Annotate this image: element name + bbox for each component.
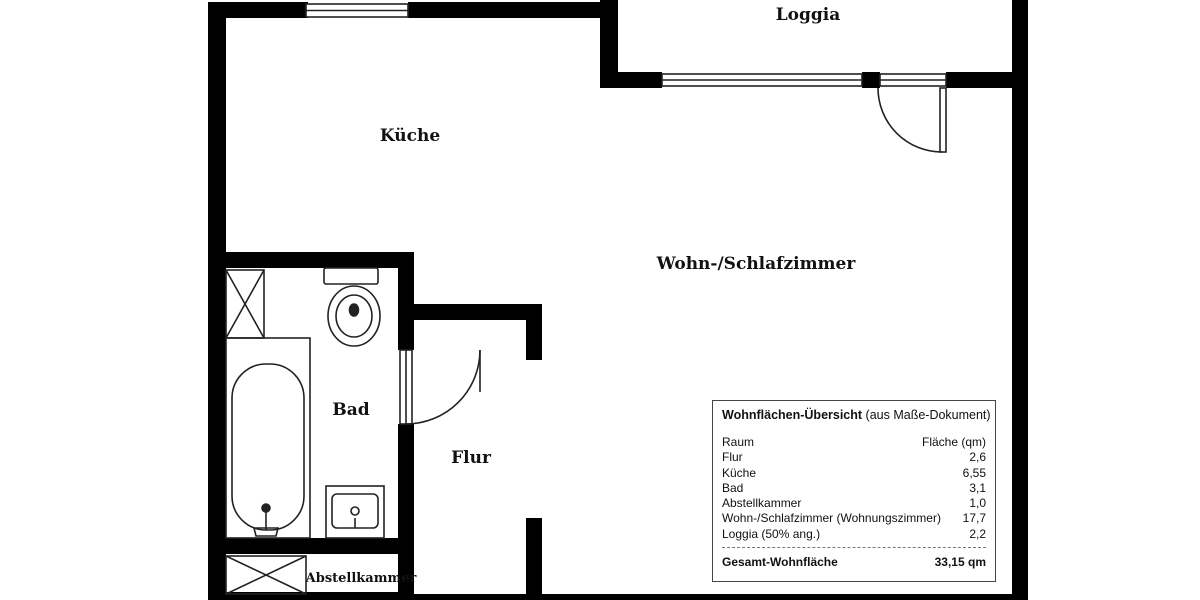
- wall-top-mid: [408, 2, 618, 18]
- summary-row: Abstellkammer 1,0: [722, 496, 986, 511]
- summary-row-area: 3,1: [969, 480, 986, 495]
- toilet: [323, 267, 381, 347]
- wall-bottom: [226, 594, 1026, 600]
- summary-row: Loggia (50% ang.) 2,2: [722, 527, 986, 542]
- wall-loggia-left: [600, 0, 618, 88]
- wall-storage-bottom: [208, 592, 414, 600]
- room-labels: Loggia Küche Wohn-/Schlafzimmer Bad Flur…: [305, 5, 857, 586]
- room-label-kitchen: Küche: [380, 126, 440, 146]
- doors: [399, 87, 947, 425]
- room-label-storage: Abstellkammer: [305, 571, 417, 586]
- windows: [305, 3, 947, 87]
- summary-row: Wohn-/Schlafzimmer (Wohnungszimmer) 17,7: [722, 511, 986, 526]
- washbasin: [325, 485, 385, 539]
- summary-total-label: Gesamt-Wohnfläche: [722, 555, 838, 570]
- summary-row-room: Abstellkammer: [722, 496, 802, 511]
- window-living: [661, 73, 863, 87]
- summary-title: Wohnflächen-Übersicht (aus Maße-Dokument…: [722, 408, 991, 422]
- door-loggia[interactable]: [877, 87, 947, 153]
- wall-left: [208, 2, 226, 600]
- summary-row-room: Loggia (50% ang.): [722, 526, 821, 541]
- wall-hall-right-upper: [526, 304, 542, 360]
- summary-total-value: 33,15 qm: [934, 555, 986, 570]
- summary-row-area: 2,2: [969, 526, 986, 541]
- shower-tray: [225, 269, 265, 339]
- room-label-living: Wohn-/Schlafzimmer: [656, 254, 857, 274]
- summary-header-row: Raum Fläche (qm): [722, 435, 986, 450]
- window-kitchen: [305, 3, 409, 18]
- window-door-loggia: [879, 73, 947, 87]
- summary-title-main: Wohnflächen-Übersicht: [722, 408, 863, 422]
- summary-header-room: Raum: [722, 435, 755, 449]
- summary-row-room: Wohn-/Schlafzimmer (Wohnungszimmer): [722, 511, 941, 526]
- bathroom-fixtures: [225, 267, 385, 539]
- summary-row-room: Küche: [722, 465, 757, 480]
- wall-top-left: [208, 2, 308, 18]
- area-summary-box: Wohnflächen-Übersicht (aus Maße-Dokument…: [712, 400, 996, 582]
- summary-row: Flur 2,6: [722, 450, 986, 465]
- summary-header-area: Fläche (qm): [921, 435, 986, 449]
- wall-bath-top: [208, 252, 414, 268]
- summary-row-area: 6,55: [962, 465, 986, 480]
- wall-bath-right-lower: [398, 424, 414, 600]
- walls: [208, 0, 1028, 600]
- wall-hall-right-lower: [526, 518, 542, 600]
- room-label-hallway: Flur: [451, 448, 492, 468]
- summary-row-room: Flur: [722, 450, 743, 465]
- summary-row-area: 1,0: [969, 496, 986, 511]
- summary-row-room: Bad: [722, 480, 744, 495]
- bathtub: [225, 337, 311, 539]
- wall-loggia-right: [1012, 0, 1028, 600]
- wall-loggia-bottom-left: [600, 72, 662, 88]
- wall-loggia-pier: [862, 72, 880, 88]
- wall-bath-right-upper: [398, 252, 414, 350]
- summary-row: Küche 6,55: [722, 466, 986, 481]
- wall-bath-bottom: [208, 538, 414, 554]
- summary-divider: [722, 547, 986, 549]
- summary-row: Bad 3,1: [722, 481, 986, 496]
- summary-title-note: (aus Maße-Dokument): [862, 408, 991, 422]
- summary-total-row: Gesamt-Wohnfläche 33,15 qm: [722, 555, 986, 569]
- summary-row-area: 17,7: [962, 511, 986, 526]
- wall-loggia-bottom-right: [946, 72, 1028, 88]
- room-label-loggia: Loggia: [776, 5, 841, 25]
- room-label-bathroom: Bad: [332, 400, 369, 420]
- summary-row-area: 2,6: [969, 450, 986, 465]
- storage-shelf: [225, 555, 307, 595]
- door-bathroom[interactable]: [399, 349, 481, 425]
- wall-hall-top: [398, 304, 542, 320]
